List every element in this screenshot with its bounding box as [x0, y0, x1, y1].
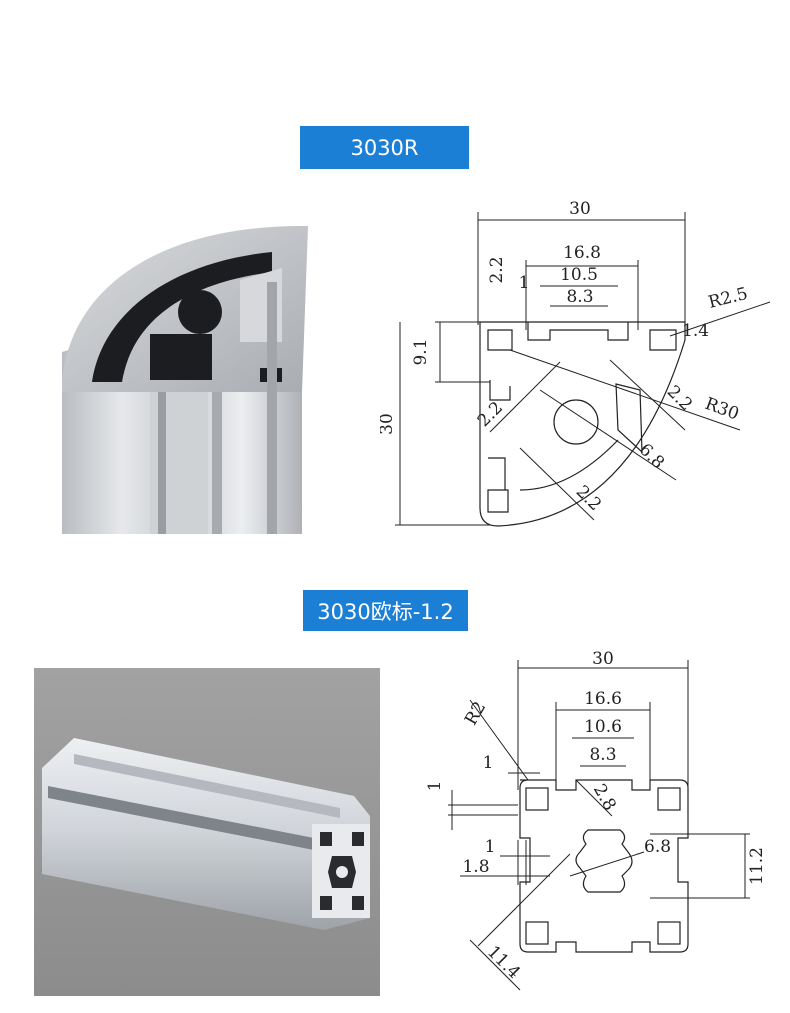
dim-r30: R30 — [702, 394, 741, 425]
dim-1-c: 1 — [485, 837, 496, 857]
dim-16-8: 16.8 — [563, 243, 601, 263]
dim-2-2-top: 2.2 — [487, 256, 507, 283]
dim-9-1: 9.1 — [411, 338, 431, 365]
dim-10-6: 10.6 — [584, 717, 622, 737]
profile-photo-3030-eu — [34, 668, 380, 996]
dim-width-30: 30 — [569, 199, 591, 219]
dim-1-a: 1 — [483, 753, 494, 773]
dim-6-8: 6.8 — [644, 837, 671, 857]
dim-11-4: 11.4 — [483, 942, 524, 983]
dim-2-2-left: 2.2 — [474, 398, 507, 431]
dim-2-8: 2.8 — [589, 781, 620, 814]
dim-1-8: 1.8 — [462, 857, 489, 877]
cross-section-drawing-3030-eu: 30 16.6 10.6 8.3 R2 1 1 2.8 1 1.8 6.8 11… — [425, 649, 767, 991]
dim-8-3: 8.3 — [566, 287, 593, 307]
dim-1-top: 1 — [519, 273, 530, 293]
dim-16-6: 16.6 — [584, 689, 622, 709]
dim-r2-5: R2.5 — [706, 284, 749, 313]
dim-1-4: 1.4 — [682, 321, 709, 341]
dim-8-3: 8.3 — [589, 745, 616, 765]
dim-6-8: 6.8 — [635, 440, 668, 473]
dim-width-30: 30 — [592, 649, 614, 669]
dim-10-5: 10.5 — [560, 265, 598, 285]
dim-r2: R2 — [461, 698, 490, 728]
cross-section-drawing-3030r: 30 16.8 10.5 8.3 2.2 1 R2.5 1.4 9.1 30 R… — [380, 199, 771, 527]
dim-1-b: 1 — [425, 781, 445, 792]
profile-photo-3030r — [62, 226, 308, 534]
section-label-3030-eu: 3030欧标-1.2 — [303, 590, 468, 631]
section-label-3030r: 3030R — [300, 126, 469, 169]
dim-height-30: 30 — [380, 413, 397, 435]
dim-11-2: 11.2 — [747, 847, 767, 885]
